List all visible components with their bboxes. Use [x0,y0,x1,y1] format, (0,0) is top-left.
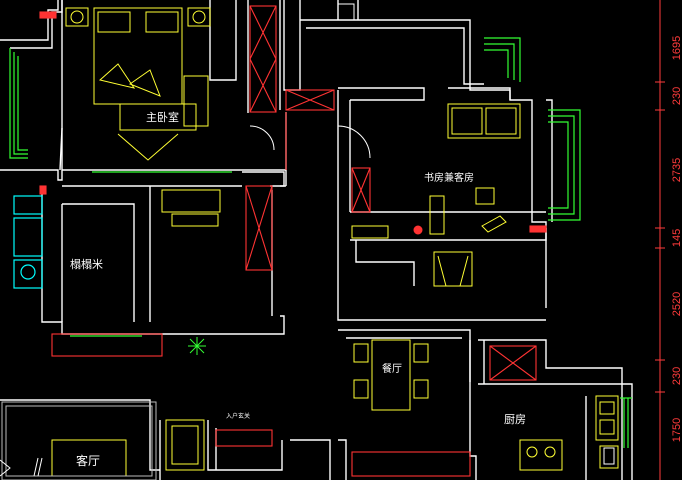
dimension-1695: 1695 [671,36,682,60]
walls [0,0,633,480]
dimension-145: 145 [671,229,682,247]
label-master-bedroom: 主卧室 [146,110,179,124]
dimension-230-bottom: 230 [671,367,682,385]
door-swings [0,3,615,477]
bath-fixtures [13,195,43,289]
cabinets [39,5,547,477]
furniture [51,7,619,477]
dining-table [371,339,411,411]
dimension-line [655,0,665,480]
study-sofa-bed [447,103,521,139]
dimension-1750: 1750 [671,418,682,442]
armchair [165,419,205,471]
label-kitchen: 厨房 [504,413,526,426]
label-entry: 入户玄关 [226,412,250,420]
windows [9,37,632,448]
label-study-guest-room: 书房兼客房 [424,171,474,184]
label-dining: 餐厅 [382,362,402,375]
dimension-2735: 2735 [671,158,682,182]
dimension-2520: 2520 [671,292,682,316]
living-rug [1,401,157,480]
dimension-230-top: 230 [671,87,682,105]
label-tatami: 榻榻米 [70,257,103,271]
label-living-room: 客厅 [76,453,100,468]
master-bed [93,7,183,105]
plant-icon [188,337,206,355]
